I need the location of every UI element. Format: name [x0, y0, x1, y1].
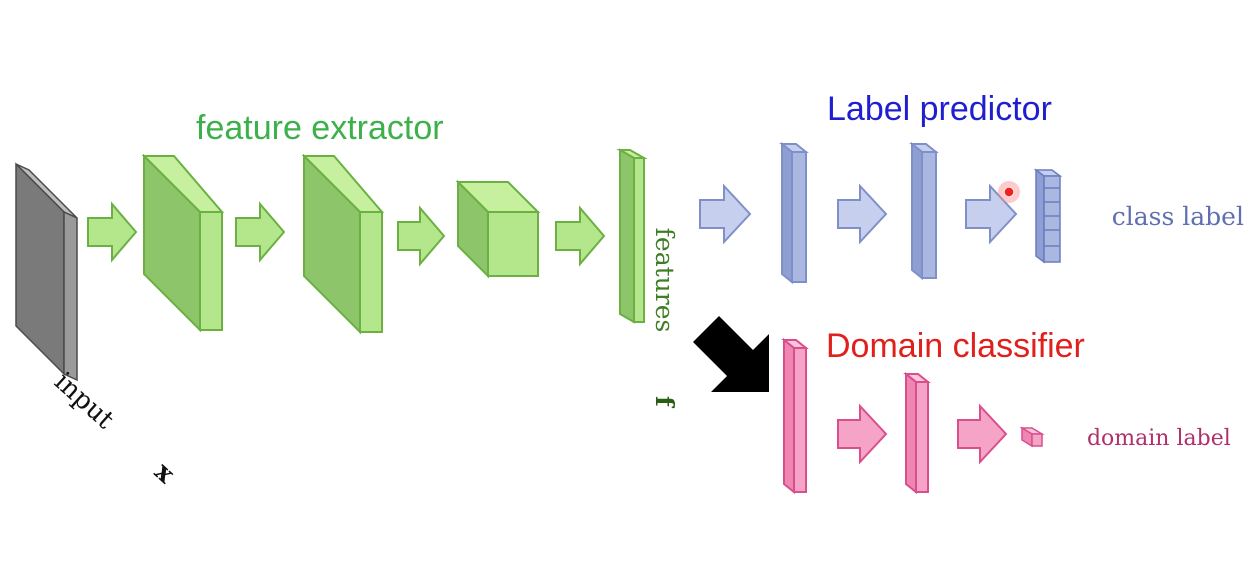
input-label: input x	[5, 328, 210, 517]
input-var: x	[148, 457, 180, 490]
cursor-highlight-dot	[998, 181, 1020, 203]
svg-text:input x: input x	[5, 328, 210, 517]
domain-label-text: domain label	[1087, 426, 1231, 451]
arrow-features-to-predictor	[699, 183, 752, 245]
conv-block-3	[455, 179, 541, 279]
domain-layer-1	[781, 337, 809, 495]
arrow-predictor-1-to-2	[837, 183, 888, 245]
class-label-text: class label	[1112, 202, 1244, 231]
label-predictor-title: Label predictor	[827, 90, 1052, 128]
domain-layer-2	[903, 371, 931, 495]
features-var: f	[650, 396, 679, 409]
conv-block-1	[141, 153, 225, 333]
features-layer	[616, 148, 648, 324]
arrow-conv2-to-conv3	[397, 205, 446, 267]
arrow-input-to-conv1	[87, 201, 138, 263]
svg-text:features f: features f	[650, 172, 679, 446]
domain-label: domain label d	[1052, 426, 1260, 451]
arrow-conv3-to-features	[555, 205, 606, 267]
domain-classifier-title: Domain classifier	[826, 327, 1085, 365]
conv-block-2	[301, 153, 385, 335]
black-branch-arrow	[693, 316, 769, 392]
domain-output-cube	[1019, 426, 1045, 448]
arrow-domain-2-to-output	[957, 403, 1008, 465]
features-label: features f	[650, 172, 679, 446]
arrow-domain-1-to-2	[837, 403, 888, 465]
input-image-block	[15, 162, 78, 382]
class-output-vector	[1033, 168, 1063, 264]
predictor-layer-1	[779, 141, 809, 285]
input-label-text: input	[48, 367, 120, 436]
arrow-predictor-2-to-output	[965, 183, 1018, 245]
class-label: class label y	[1072, 202, 1260, 231]
feature-extractor-title: feature extractor	[196, 109, 444, 147]
features-label-text: features	[650, 228, 679, 333]
arrow-conv1-to-conv2	[235, 201, 286, 263]
predictor-layer-2	[909, 141, 939, 281]
